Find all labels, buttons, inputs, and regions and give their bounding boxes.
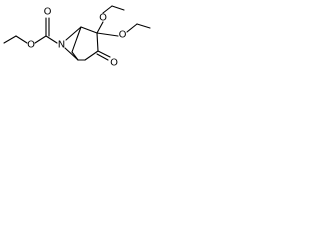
atom-label-layer: O O N O O O bbox=[27, 7, 127, 69]
atom-label-ester-ether-o: O bbox=[27, 40, 35, 51]
bond-ethyl-ch3-ch2 bbox=[3, 35, 17, 44]
bond-layer bbox=[3, 5, 151, 61]
bond-acetal-to-ketone-c bbox=[96, 32, 99, 52]
bond-ketone-double-b bbox=[96, 53, 109, 61]
bond-ketone-c-to-ch2 bbox=[84, 50, 99, 61]
bond-ketone-double-a bbox=[97, 50, 111, 58]
bond-top-to-ring-ch2-a bbox=[76, 26, 82, 39]
bond-o-carbonyl-c bbox=[34, 35, 47, 44]
bond-ring-ch2-a-to-ch2-b bbox=[71, 37, 78, 53]
bond-top-to-acetal-c bbox=[80, 26, 98, 34]
bond-ch2-to-ch3-1 bbox=[111, 5, 125, 11]
bond-acetal-to-o-1 bbox=[96, 21, 104, 34]
bond-ch2-to-ch3-2 bbox=[136, 23, 151, 29]
atom-label-ketone-o: O bbox=[110, 58, 118, 69]
bond-ethyl-ch2-o bbox=[15, 35, 28, 44]
atom-label-ester-carbonyl-o: O bbox=[44, 7, 52, 18]
atom-label-ethoxy-o-2: O bbox=[119, 30, 127, 41]
atom-label-ethoxy-o-1: O bbox=[99, 13, 107, 24]
atom-label-nitrogen: N bbox=[58, 40, 65, 51]
molecule-structure: O O N O O O bbox=[3, 5, 151, 69]
bond-o-2-to-ch2 bbox=[126, 23, 138, 33]
bond-acetal-to-o-2 bbox=[96, 32, 119, 37]
bond-o-1-to-ch2 bbox=[102, 5, 113, 14]
bond-carbonyl-n bbox=[45, 35, 58, 44]
bond-ring-ch2-b-to-bottom bbox=[71, 51, 79, 61]
bond-n-bridgehead-top bbox=[65, 26, 82, 41]
